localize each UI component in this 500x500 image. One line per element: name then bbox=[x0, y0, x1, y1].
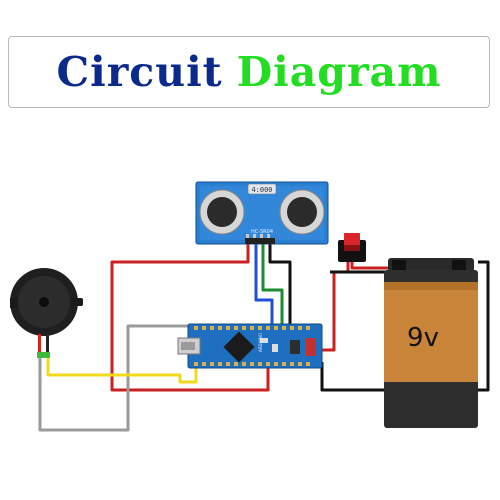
arduino-label: ARDUINO bbox=[258, 333, 263, 352]
rocker-switch bbox=[338, 233, 366, 262]
title-word-circuit: Circuit bbox=[56, 48, 223, 96]
wire-gray-loop bbox=[38, 324, 192, 432]
ultrasonic-sensor: 4:000 HC-SR04 bbox=[195, 181, 329, 245]
wire-black-sensor-gnd bbox=[268, 244, 292, 325]
sensor-crystal-label: 4:000 bbox=[251, 186, 272, 194]
sensor-model-label: HC-SR04 bbox=[251, 229, 273, 235]
wire-red-switch bbox=[322, 262, 350, 352]
title-banner: Circuit Diagram bbox=[8, 36, 490, 108]
wire-black-battery-neg-2 bbox=[320, 260, 490, 392]
page-title: Circuit Diagram bbox=[56, 48, 441, 96]
battery-9v: 9v bbox=[384, 258, 478, 428]
wire-green-echo bbox=[261, 244, 284, 325]
wire-yellow-buzzer bbox=[46, 355, 198, 384]
arduino-nano: ARDUINO bbox=[177, 323, 323, 369]
title-word-diagram: Diagram bbox=[236, 48, 442, 96]
wire-red-sensor-vcc bbox=[110, 244, 270, 392]
wire-blue-trig bbox=[254, 244, 274, 325]
battery-label: 9v bbox=[407, 323, 439, 353]
piezo-buzzer bbox=[10, 268, 83, 358]
